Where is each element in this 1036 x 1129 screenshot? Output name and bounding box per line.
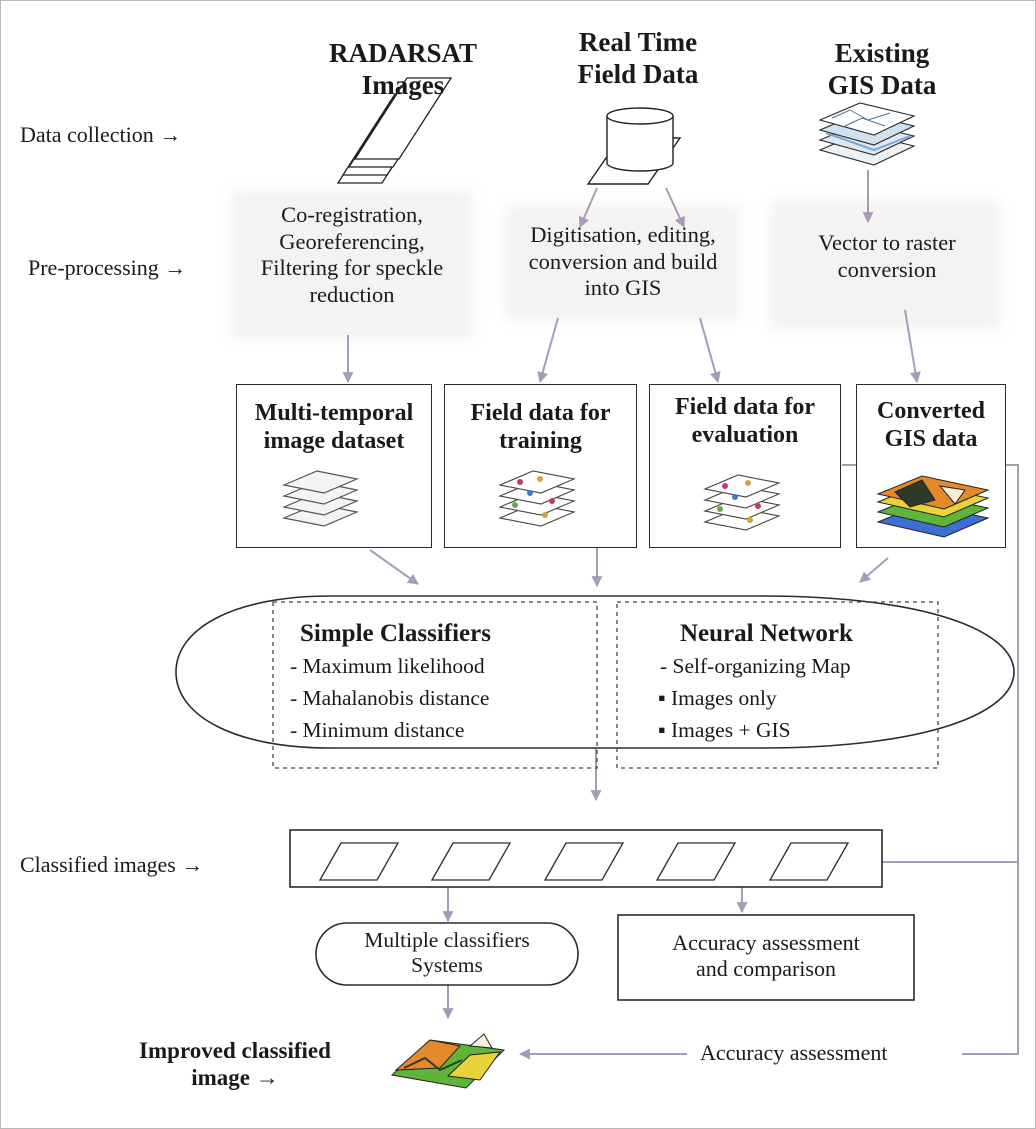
neural-network-item: ▪ Images only bbox=[658, 686, 777, 711]
stage-label-classified-images: Classified images → bbox=[20, 852, 204, 877]
multitemporal-dataset-title: Multi-temporal image dataset bbox=[254, 400, 414, 455]
bullet-icon: ▪ bbox=[658, 686, 666, 710]
preprocess-halo-radarsat bbox=[232, 190, 472, 340]
stage-label-improved-classified-image: Improved classified image → bbox=[139, 1038, 331, 1091]
neural-network-panel bbox=[616, 601, 939, 769]
simple-classifier-item: - Minimum distance bbox=[290, 718, 465, 742]
stage-label-pre-processing: Pre-processing → bbox=[28, 255, 187, 280]
simple-classifiers-title: Simple Classifiers bbox=[300, 620, 491, 647]
source-gis-heading: Existing GIS Data bbox=[827, 38, 937, 100]
field-data-database-icon bbox=[586, 107, 682, 185]
multitemporal-dataset-box: Multi-temporal image dataset bbox=[236, 384, 432, 548]
classified-image-2 bbox=[430, 842, 512, 881]
neural-network-subtitle: - Self-organizing Map bbox=[660, 654, 851, 678]
accuracy-comparison-label: Accuracy assessment and comparison bbox=[672, 930, 860, 981]
radarsat-preprocessing-text: Co-registration, Georeferencing, Filteri… bbox=[260, 202, 444, 307]
gis-preprocessing-text: Vector to raster conversion bbox=[818, 230, 956, 282]
multiple-classifiers-label: Multiple classifiers Systems bbox=[364, 928, 530, 978]
converted-gis-title: Converted GIS data bbox=[877, 398, 985, 453]
source-radarsat-heading: RADARSAT Images bbox=[328, 38, 477, 100]
preprocess-halo-gis bbox=[770, 200, 1000, 330]
radarsat-images-icon bbox=[336, 77, 453, 184]
neural-network-title: Neural Network bbox=[680, 620, 853, 647]
converted-gis-box: Converted GIS data bbox=[856, 384, 1006, 548]
field-preprocessing-text: Digitisation, editing, conversion and bu… bbox=[528, 222, 718, 301]
accuracy-comparison-box bbox=[617, 914, 915, 1001]
stage-label-data-collection: Data collection → bbox=[20, 122, 182, 147]
simple-classifier-item: - Maximum likelihood bbox=[290, 654, 485, 678]
neural-network-item-label: Images only bbox=[671, 686, 777, 710]
source-field-data-heading: Real Time Field Data bbox=[577, 27, 699, 89]
improved-classified-map-icon bbox=[390, 1033, 506, 1089]
bullet-icon: ▪ bbox=[658, 718, 666, 742]
classified-image-3 bbox=[543, 842, 625, 881]
field-evaluation-box: Field data for evaluation bbox=[649, 384, 841, 548]
preprocess-halo-field bbox=[505, 205, 740, 320]
accuracy-assessment-label: Accuracy assessment bbox=[700, 1040, 888, 1065]
field-training-box: Field data for training bbox=[444, 384, 637, 548]
classified-image-4 bbox=[655, 842, 737, 881]
classified-image-icons bbox=[318, 842, 850, 881]
field-training-title: Field data for training bbox=[470, 400, 611, 455]
classifier-container bbox=[175, 595, 1015, 749]
classified-image-5 bbox=[768, 842, 850, 881]
simple-classifier-item: - Mahalanobis distance bbox=[290, 686, 490, 710]
gis-layers-icon bbox=[818, 102, 916, 166]
neural-network-item-label: Images + GIS bbox=[671, 718, 791, 742]
simple-classifiers-panel bbox=[272, 601, 598, 769]
classified-image-1 bbox=[318, 842, 400, 881]
multiple-classifiers-box bbox=[315, 922, 579, 986]
field-evaluation-title: Field data for evaluation bbox=[675, 394, 815, 449]
neural-network-item: ▪ Images + GIS bbox=[658, 718, 791, 743]
